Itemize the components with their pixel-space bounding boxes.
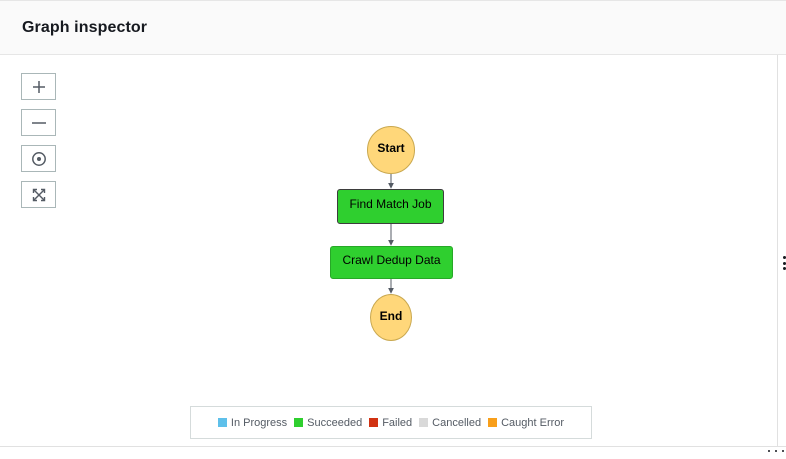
graph-canvas[interactable] [0, 55, 778, 446]
expand-icon [32, 188, 45, 201]
node-find-match-job[interactable]: Find Match Job [337, 189, 444, 224]
swatch-cancelled [419, 418, 429, 427]
node-end[interactable]: End [370, 294, 412, 341]
divider [0, 446, 786, 447]
legend-item-caught-error: Caught Error [488, 417, 564, 429]
target-icon [31, 151, 46, 166]
node-crawl-dedup-data[interactable]: Crawl Dedup Data [330, 246, 453, 279]
legend-item-in-progress: In Progress [217, 416, 288, 429]
legend-label: Failed [382, 416, 413, 429]
zoom-out-button[interactable] [21, 109, 56, 136]
swatch-succeeded [294, 418, 304, 427]
legend-label: Succeeded [307, 416, 363, 429]
panel-title: Graph inspector [22, 19, 148, 36]
zoom-in-button[interactable] [21, 73, 56, 100]
panel-header: Graph inspector [0, 0, 786, 55]
vertical-resize-handle-icon[interactable] [782, 256, 786, 270]
legend-item-cancelled: Cancelled [419, 417, 481, 429]
swatch-caught-error [488, 418, 498, 427]
plus-icon [32, 80, 45, 93]
swatch-in-progress [217, 418, 227, 427]
legend-item-failed: Failed [369, 417, 412, 429]
legend-label: In Progress [230, 416, 288, 429]
center-button[interactable] [21, 145, 56, 172]
legend-label: Caught Error [501, 416, 565, 429]
node-start[interactable]: Start [367, 126, 415, 174]
minus-icon [31, 121, 46, 124]
legend-item-succeeded: Succeeded [294, 417, 362, 429]
status-legend: In Progress Succeeded Failed Cancelled C… [190, 406, 592, 439]
legend-label: Cancelled [432, 416, 482, 429]
swatch-failed [369, 418, 379, 427]
horizontal-resize-handle-icon[interactable] [768, 450, 784, 453]
fit-to-screen-button[interactable] [21, 181, 56, 208]
